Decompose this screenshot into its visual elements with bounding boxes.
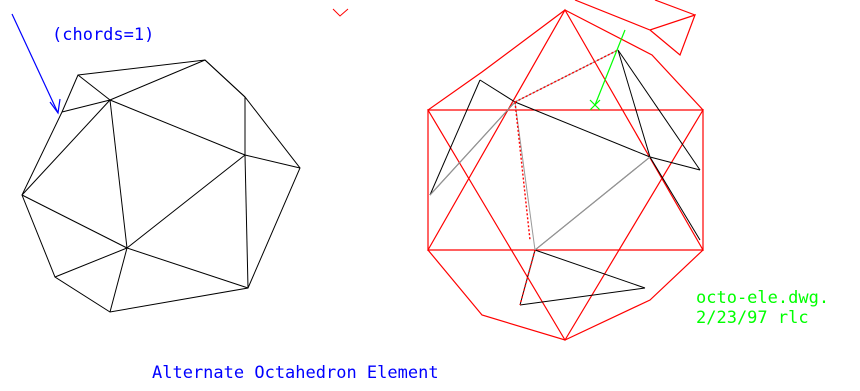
file-label-line-1: octo-ele.dwg. [696,288,829,308]
chords-annotation: (chords=1) [52,25,154,45]
right-element-wire [429,49,701,306]
left-polyhedron [21,59,301,313]
file-label-line-2: 2/23/97 rlc [696,308,809,328]
annotation-leader [11,13,61,115]
normal-marker [589,29,626,111]
file-label: octo-ele.dwg. 2/23/97 rlc [696,288,829,328]
right-element-hidden [429,49,651,251]
right-element-outline [426,0,705,342]
drawing-caption: Alternate Octahedron Element [152,363,439,383]
right-element-chords [514,49,619,306]
top-red-mark [332,8,349,17]
